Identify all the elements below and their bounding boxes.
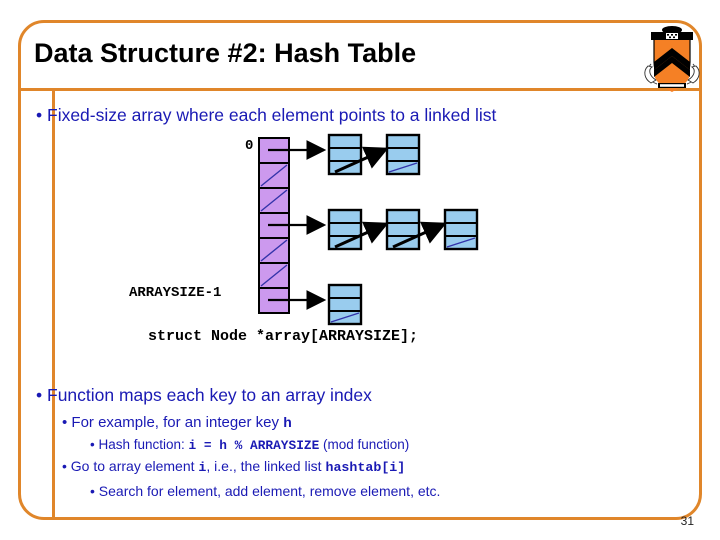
- array-index-first-label: 0: [245, 138, 254, 154]
- linked-list-row-1: [327, 208, 479, 251]
- hash-function-prefix: Hash function:: [98, 437, 189, 452]
- bullet-search-add-remove-text: Search for element, add element, remove …: [98, 483, 441, 499]
- for-example-prefix: For example, for an integer key: [71, 414, 284, 431]
- bullet-function-maps-key-text: Function maps each key to an array index: [47, 385, 372, 405]
- key-variable-code: h: [283, 416, 292, 432]
- linked-list-row-0: [327, 133, 421, 176]
- bullet-fixed-size-array: • Fixed-size array where each element po…: [36, 105, 496, 126]
- bullet-marker: •: [62, 414, 72, 431]
- slide-frame-border: [18, 20, 702, 520]
- hash-array-column: [258, 137, 290, 314]
- array-index-last-label: ARRAYSIZE-1: [129, 285, 222, 301]
- title-divider: [21, 88, 699, 91]
- index-variable-code: i: [198, 460, 207, 475]
- bullet-hash-function: • Hash function: i = h % ARRAYSIZE (mod …: [90, 437, 409, 453]
- page-number: 31: [680, 514, 694, 528]
- go-to-element-mid: , i.e., the linked list: [206, 458, 326, 474]
- bullet-function-maps-key: • Function maps each key to an array ind…: [36, 385, 372, 406]
- linked-list-row-2: [327, 283, 363, 326]
- bullet-marker: •: [90, 483, 99, 499]
- body-left-rule: [52, 91, 55, 517]
- bullet-marker: •: [36, 385, 47, 405]
- bullet-search-add-remove: • Search for element, add element, remov…: [90, 483, 440, 499]
- go-to-element-prefix: Go to array element: [70, 458, 199, 474]
- bullet-fixed-size-array-text: Fixed-size array where each element poin…: [47, 105, 497, 125]
- princeton-shield-logo: [644, 26, 700, 92]
- bullet-marker: •: [90, 437, 99, 452]
- hash-table-diagram: [258, 133, 479, 326]
- bullet-marker: •: [62, 458, 71, 474]
- page-title: Data Structure #2: Hash Table: [34, 38, 417, 68]
- hash-function-code: i = h % ARRAYSIZE: [188, 438, 320, 453]
- bullet-go-to-array-element: • Go to array element i, i.e., the linke…: [62, 458, 405, 475]
- bullet-for-example-integer-key: • For example, for an integer key h: [62, 414, 292, 432]
- hash-function-suffix: (mod function): [319, 437, 410, 452]
- bullet-marker: •: [36, 105, 47, 125]
- hashtab-code: hashtab[i]: [325, 460, 406, 475]
- array-declaration-code: struct Node *array[ARRAYSIZE];: [148, 328, 419, 345]
